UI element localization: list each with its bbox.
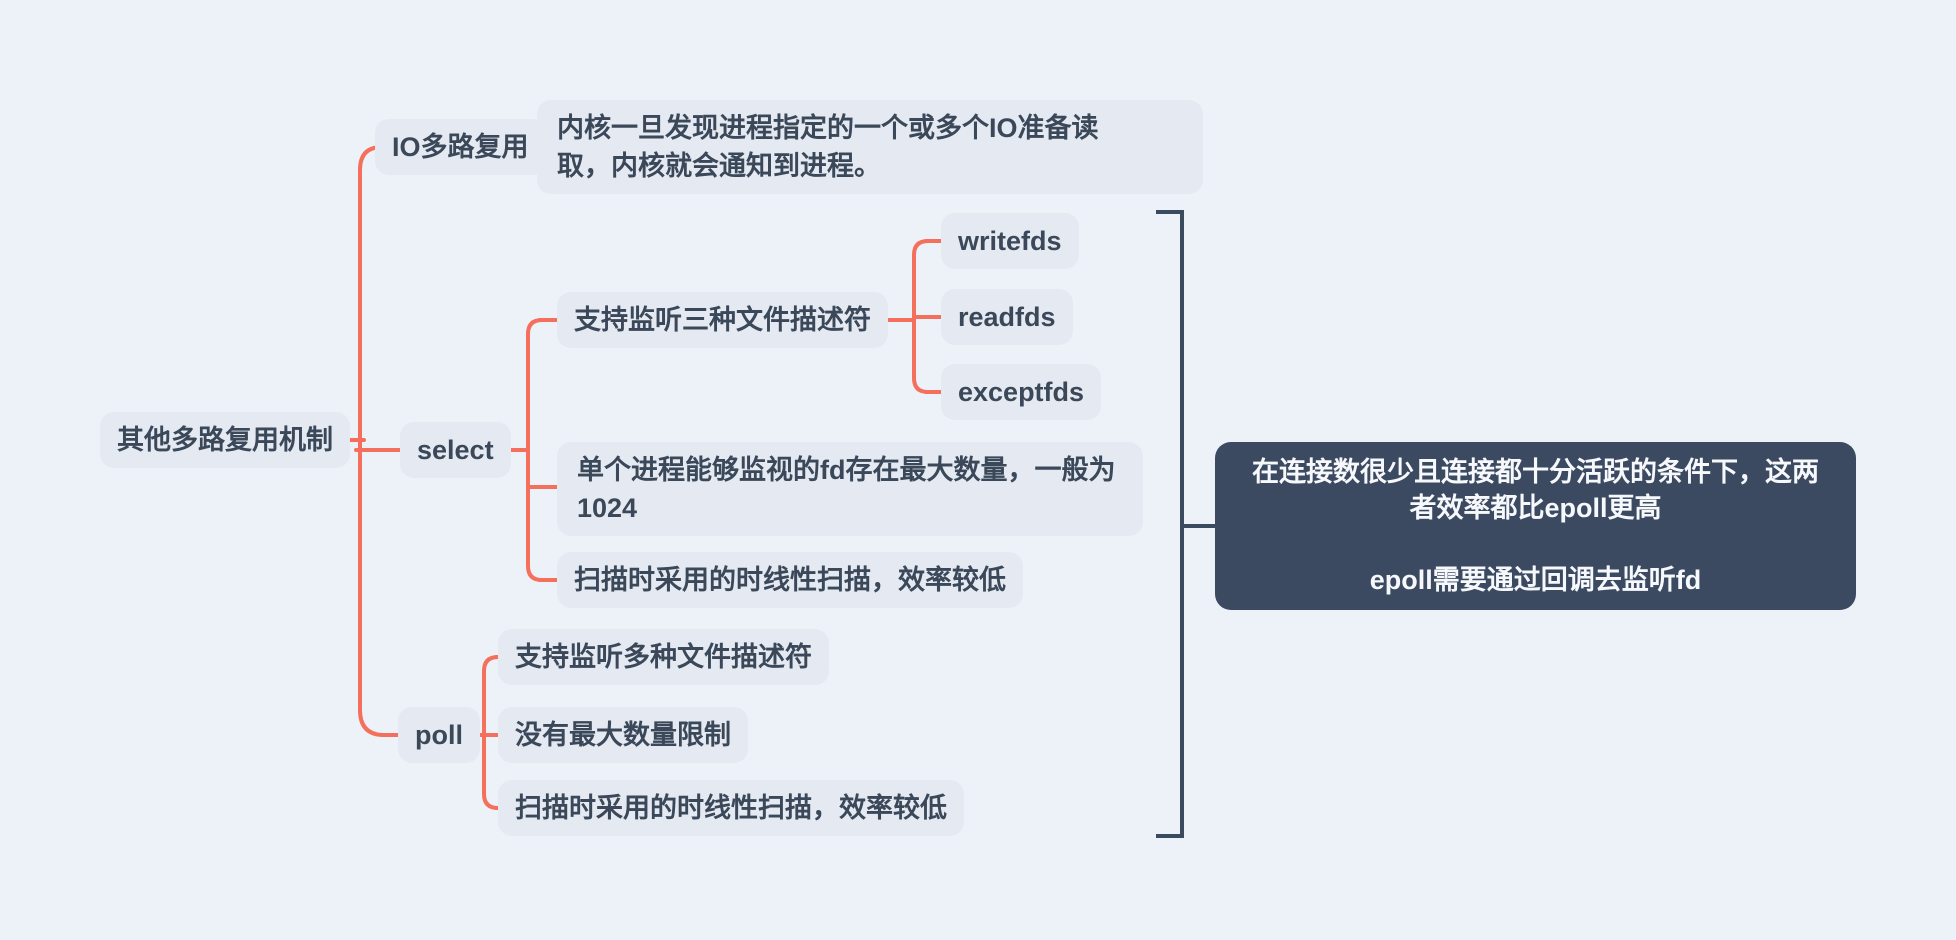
poll-linear-scan[interactable]: 扫描时采用的时线性扫描，效率较低 (498, 780, 964, 836)
branch-select[interactable]: select (400, 422, 511, 478)
summary-bracket (1156, 210, 1218, 838)
select-three-fd-types[interactable]: 支持监听三种文件描述符 (557, 292, 888, 348)
root-topic[interactable]: 其他多路复用机制 (100, 412, 350, 468)
select-linear-scan[interactable]: 扫描时采用的时线性扫描，效率较低 (557, 552, 1023, 608)
select-fd-limit[interactable]: 单个进程能够监视的fd存在最大数量，一般为 1024 (557, 442, 1143, 536)
io-multiplexing-description[interactable]: 内核一旦发现进程指定的一个或多个IO准备读 取，内核就会通知到进程。 (537, 100, 1203, 194)
branch-io-multiplexing[interactable]: IO多路复用 (375, 119, 546, 175)
leaf-exceptfds[interactable]: exceptfds (941, 364, 1102, 420)
leaf-writefds[interactable]: writefds (941, 213, 1079, 269)
leaf-readfds[interactable]: readfds (941, 289, 1073, 345)
poll-multiple-fd-types[interactable]: 支持监听多种文件描述符 (498, 629, 829, 685)
summary-note[interactable]: 在连接数很少且连接都十分活跃的条件下，这两 者效率都比epoll更高 epoll… (1215, 442, 1856, 610)
branch-poll[interactable]: poll (398, 707, 480, 763)
poll-no-limit[interactable]: 没有最大数量限制 (498, 707, 748, 763)
